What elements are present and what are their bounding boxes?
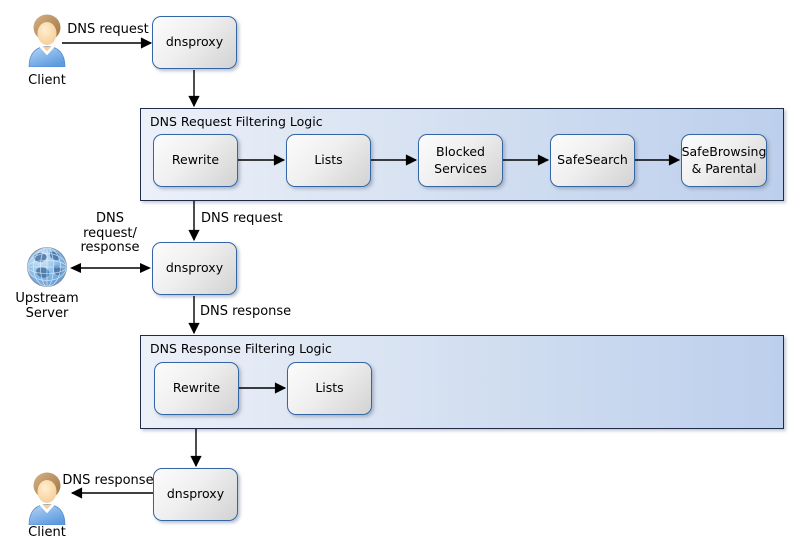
upstream-server-label: Upstream Server (15, 291, 79, 321)
node-request-lists: Lists (286, 134, 371, 187)
node-request-rewrite: Rewrite (153, 134, 238, 187)
edge-label-filtered-request: DNS request (201, 211, 283, 226)
group-title-response: DNS Response Filtering Logic (150, 341, 332, 356)
arrowhead-to-upstream (70, 263, 81, 273)
node-safesearch: SafeSearch (550, 134, 635, 187)
edge-label-proxy-response: DNS response (200, 304, 292, 319)
node-safebrowsing-parental: SafeBrowsing & Parental (681, 134, 767, 187)
edge-label-client-response: DNS response (62, 473, 154, 488)
person-icon (27, 471, 67, 526)
node-blocked-services: Blocked Services (418, 134, 503, 187)
dns-response-filtering-group: DNS Response Filtering Logic (140, 335, 784, 429)
client-top-label: Client (28, 73, 66, 88)
group-title-request: DNS Request Filtering Logic (150, 114, 323, 129)
node-dnsproxy-middle: dnsproxy (152, 242, 237, 295)
globe-icon (26, 246, 68, 288)
node-response-lists: Lists (287, 362, 372, 415)
edge-label-upstream-exchange: DNS request/ response (80, 211, 140, 255)
client-bottom-label: Client (28, 525, 66, 540)
node-dnsproxy-top: dnsproxy (152, 16, 237, 69)
node-dnsproxy-bottom: dnsproxy (153, 468, 238, 521)
node-response-rewrite: Rewrite (154, 362, 239, 415)
edge-label-client-request: DNS request (67, 22, 149, 37)
arrowhead-to-proxy-mid (140, 263, 151, 273)
person-icon (27, 13, 67, 68)
